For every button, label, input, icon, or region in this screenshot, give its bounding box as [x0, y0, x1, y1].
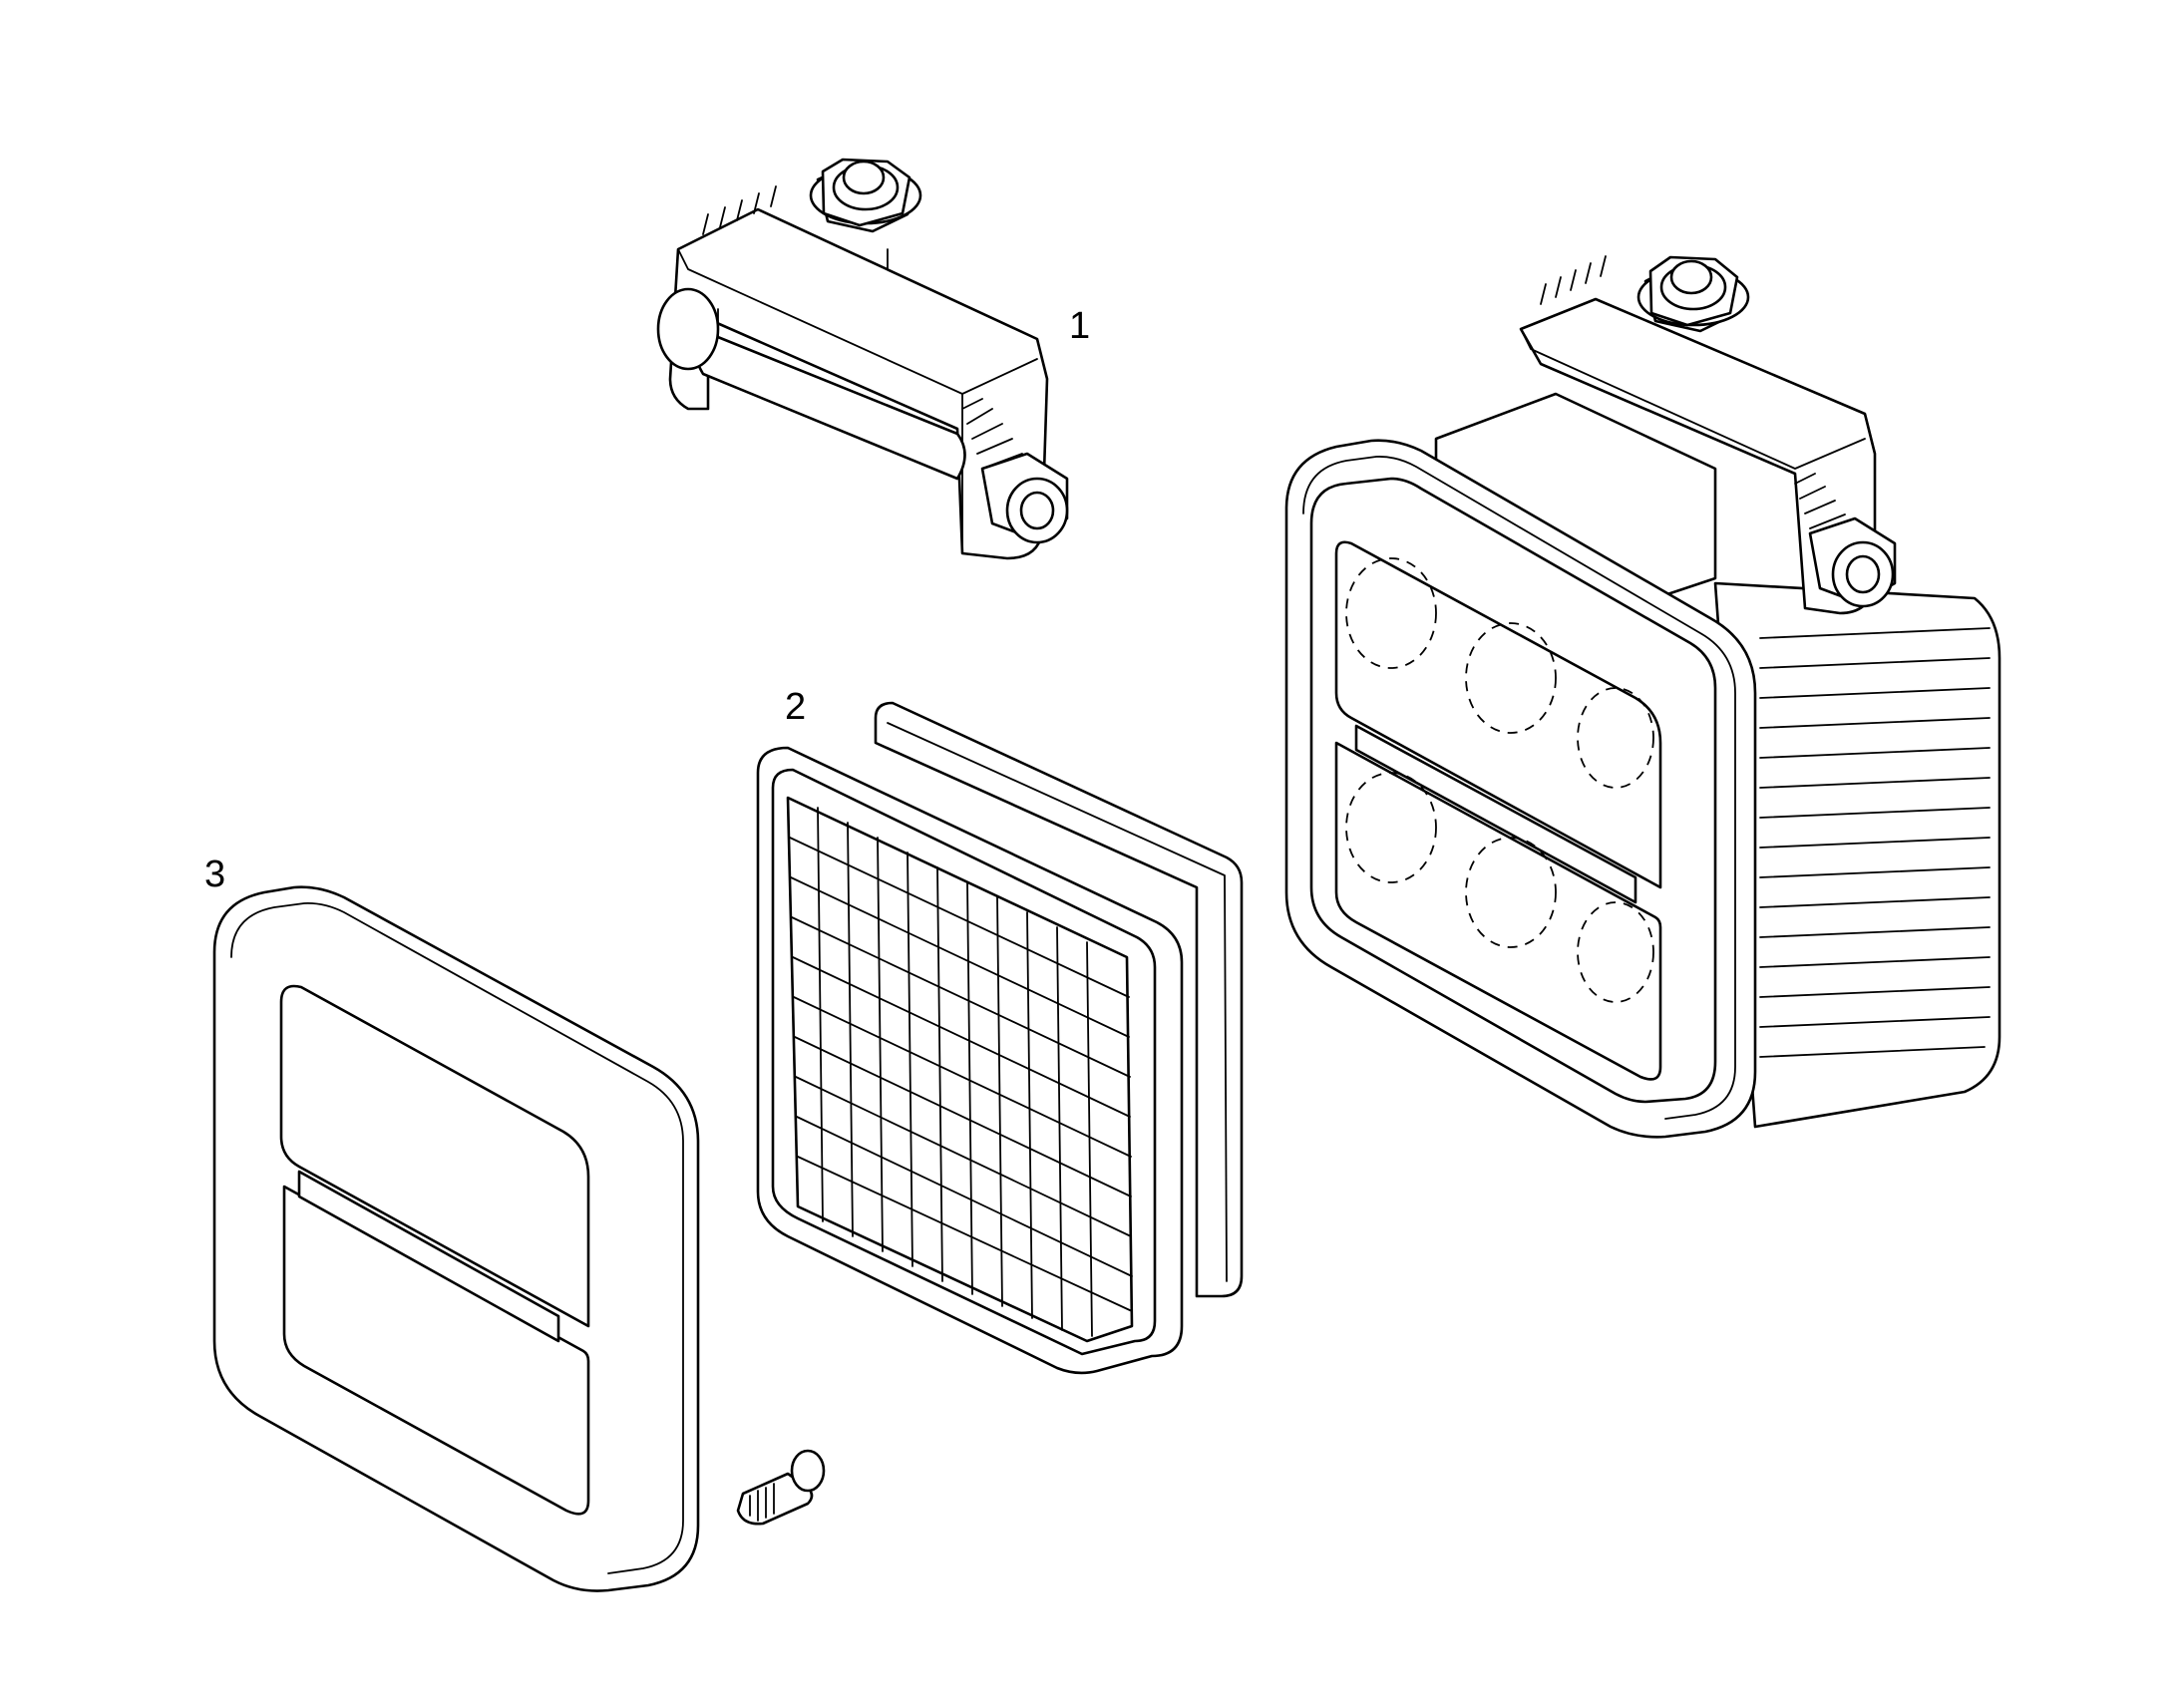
- callout-3: 3: [204, 854, 226, 895]
- assembled-work-light: [1284, 255, 2001, 1139]
- callout-2: 2: [785, 686, 807, 728]
- callout-1: 1: [1069, 305, 1091, 347]
- screw: [736, 1449, 826, 1526]
- mounting-bracket: [656, 158, 1069, 560]
- lens-grid: [786, 796, 1134, 1343]
- lens-with-gasket: [756, 701, 1244, 1375]
- front-bezel: [212, 885, 826, 1592]
